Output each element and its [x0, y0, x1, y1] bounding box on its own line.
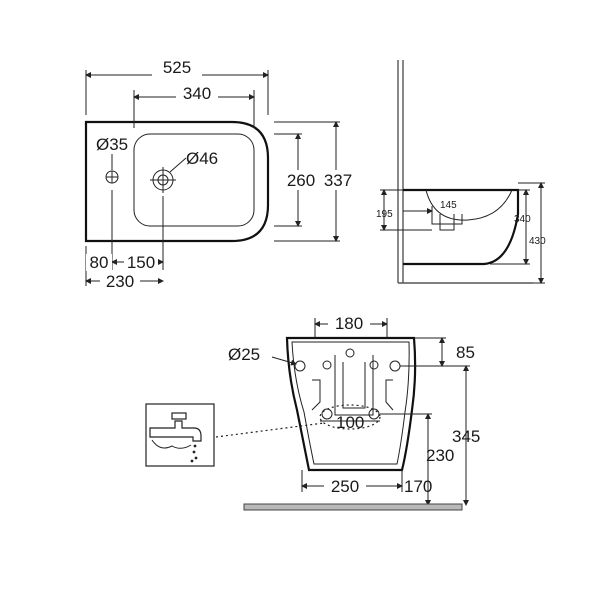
floor-bar — [243, 503, 463, 511]
fixing-hole-right — [389, 360, 401, 372]
plan-view: 525 340 Ø35 Ø46 260 337 80 150 — [84, 58, 356, 291]
dim-fixing-top-offset: 85 — [456, 343, 475, 362]
dim-height-345: 345 — [452, 427, 480, 446]
dim-waste-offset: 150 — [127, 253, 155, 272]
basin-bowl-outline — [133, 133, 255, 227]
dim-waste-from-edge: 230 — [106, 272, 134, 291]
dim-waste-height: 195 — [376, 209, 393, 220]
tap-icon — [145, 403, 215, 467]
dim-overall-depth: 337 — [324, 171, 352, 190]
dim-overall-height: 430 — [529, 236, 546, 247]
fixing-hole-left — [294, 360, 306, 372]
label-waste-dia: Ø46 — [186, 149, 218, 168]
waste-zone — [319, 404, 381, 430]
rear-view: 180 Ø25 85 100 345 230 250 170 — [228, 314, 480, 511]
basin-side-profile — [403, 188, 520, 266]
basin-plan-outline — [84, 120, 270, 243]
dim-fixing-centres: 180 — [335, 314, 363, 333]
dim-bowl-depth: 260 — [287, 171, 315, 190]
basin-rear-outline — [285, 336, 417, 472]
dim-bowl-width: 340 — [183, 84, 211, 103]
label-fixing-hole-dia: Ø25 — [228, 345, 260, 364]
dim-overall-width: 525 — [163, 58, 191, 77]
dim-waste-projection: 145 — [440, 200, 457, 211]
dim-front-height: 340 — [514, 214, 531, 225]
tap-leader — [215, 422, 325, 438]
label-waste-centre: 100 — [336, 413, 364, 432]
label-tap-hole-dia: Ø35 — [96, 135, 128, 154]
dim-height-230: 230 — [426, 446, 454, 465]
dim-tap-offset: 80 — [90, 253, 109, 272]
side-view: 195 145 340 430 — [376, 60, 546, 284]
dim-base-width: 250 — [331, 477, 359, 496]
dim-floor-offset: 170 — [404, 477, 432, 496]
